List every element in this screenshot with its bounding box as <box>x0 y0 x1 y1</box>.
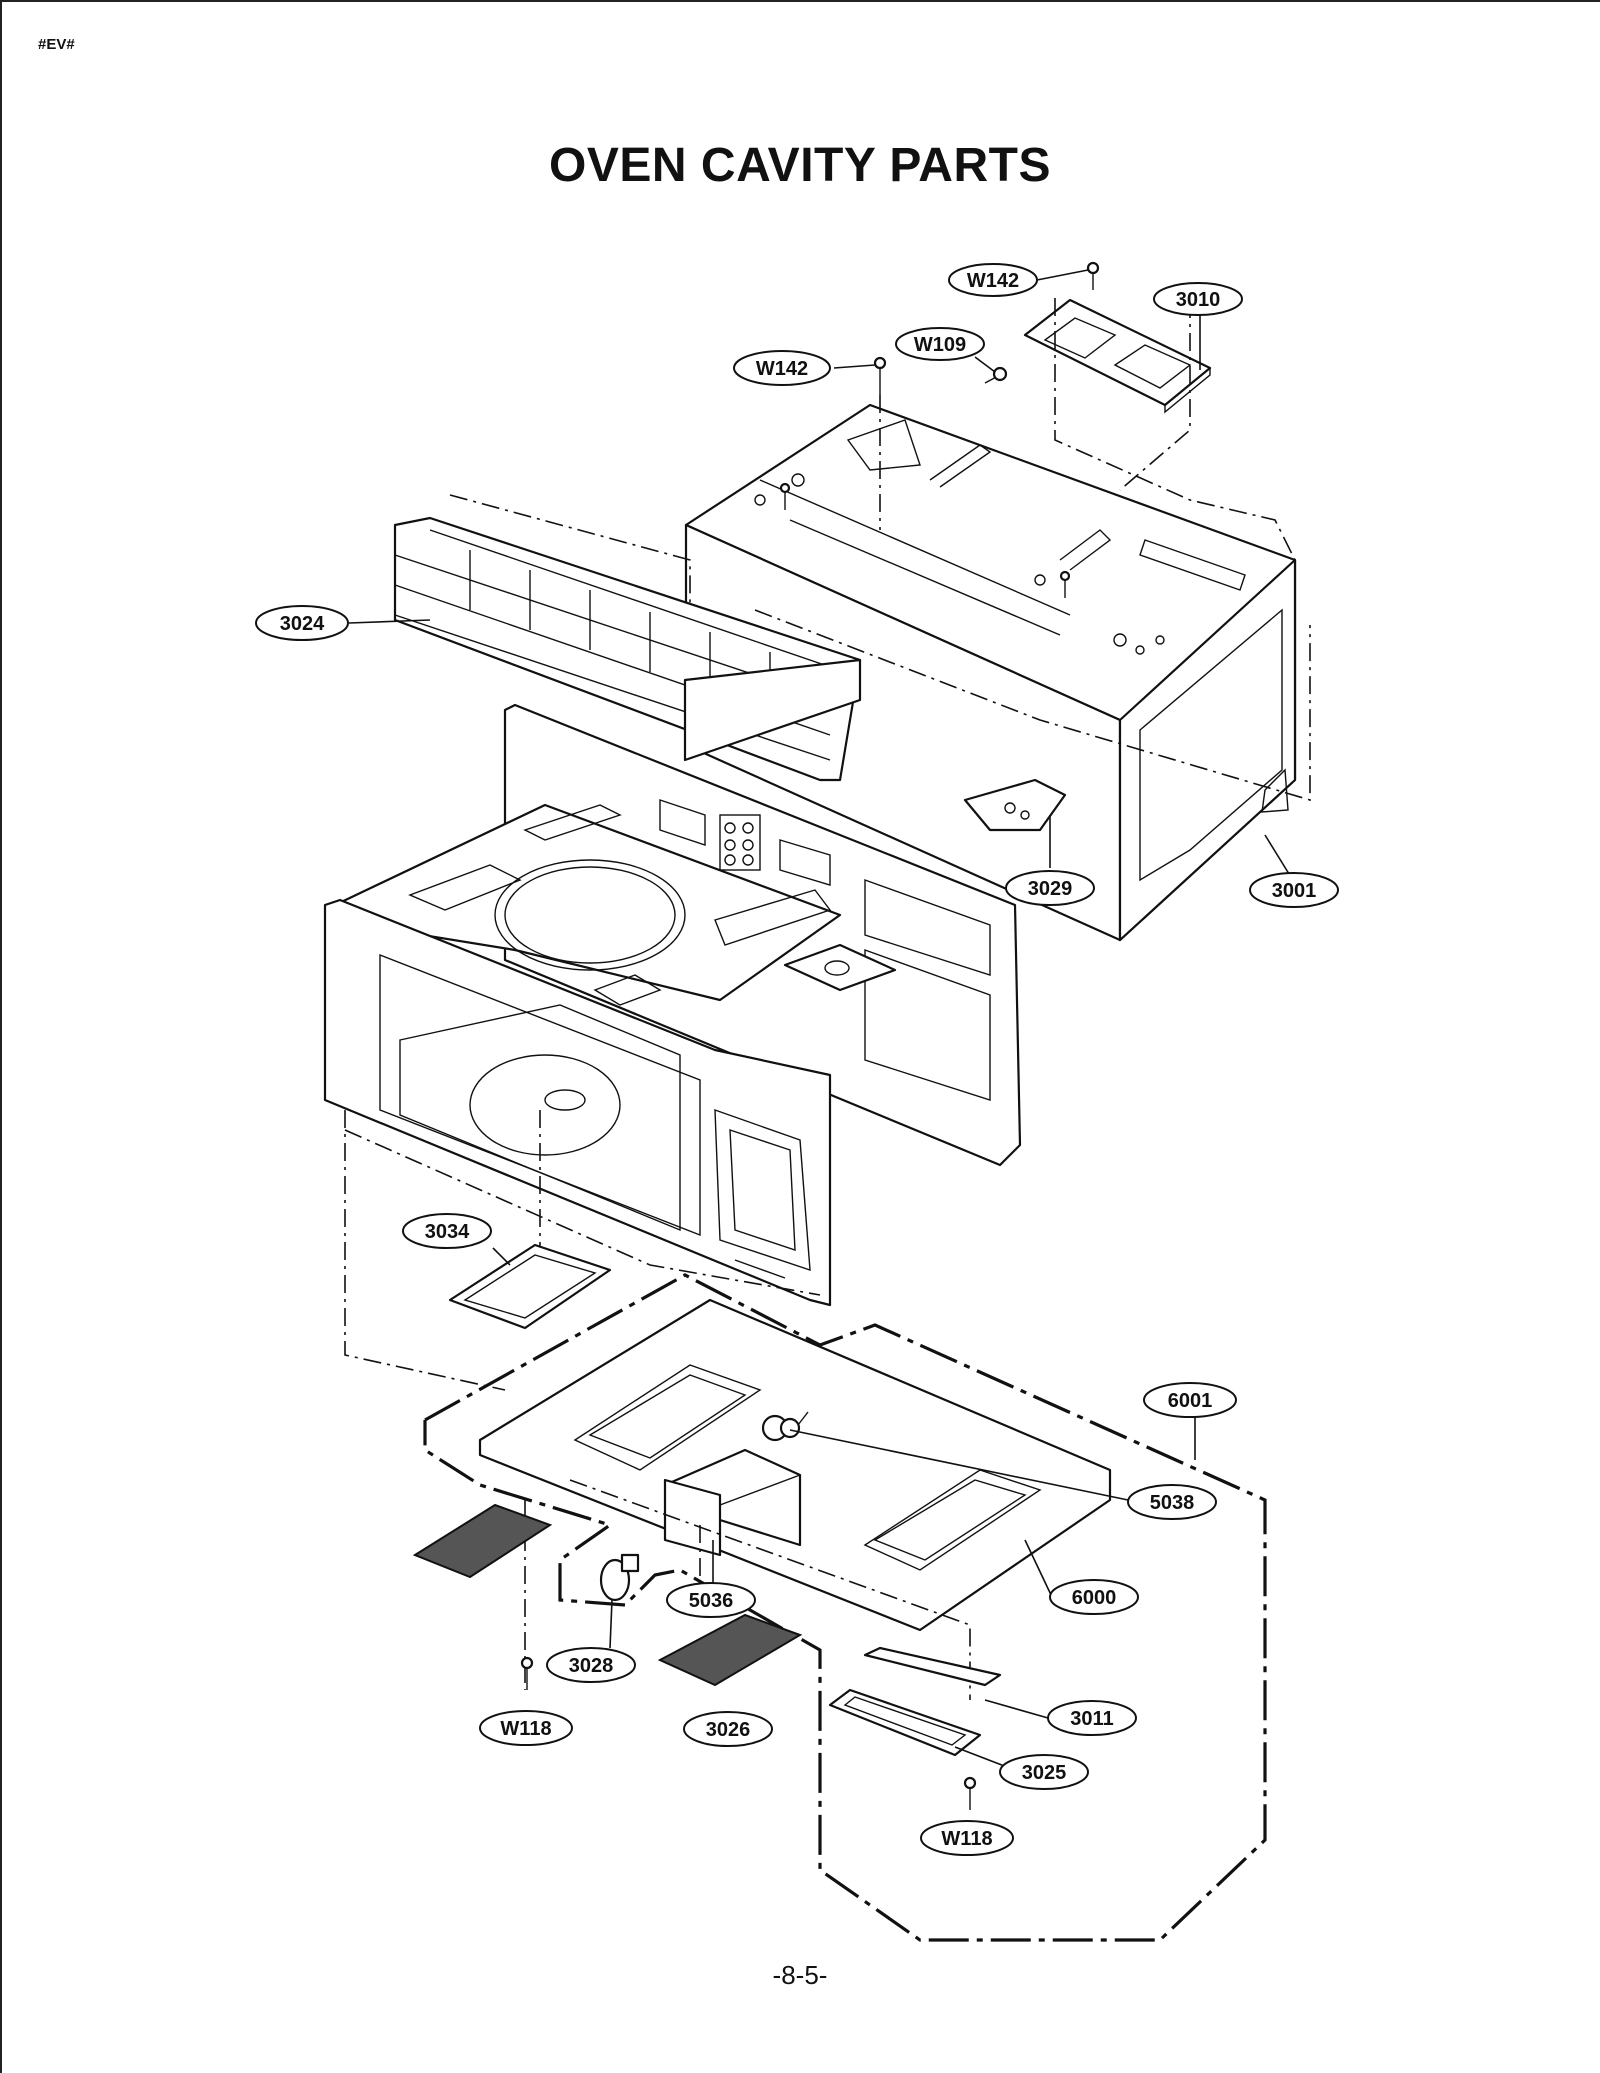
screw-w142-left <box>873 356 887 395</box>
callout-w118-bottom: W118 <box>920 1820 1014 1856</box>
grease-filter-3026 <box>657 1613 803 1687</box>
svg-text:W109: W109 <box>914 334 966 356</box>
callout-w142-top: W142 <box>948 263 1038 297</box>
screw-w109 <box>984 366 1008 384</box>
callout-w142-left: W142 <box>733 350 831 386</box>
svg-text:3001: 3001 <box>1272 880 1317 902</box>
outer-case-3001 <box>684 403 1297 942</box>
grease-filter-left <box>412 1503 553 1579</box>
callout-3025: 3025 <box>999 1754 1089 1790</box>
svg-text:6001: 6001 <box>1168 1390 1213 1412</box>
cover-3034 <box>448 1243 612 1330</box>
svg-text:3029: 3029 <box>1028 878 1073 900</box>
page-title: OVEN CAVITY PARTS <box>549 139 1051 192</box>
page-border-left <box>0 0 2 2073</box>
alignment-line-cavity <box>344 1110 506 1391</box>
svg-text:5038: 5038 <box>1150 1492 1195 1514</box>
callout-3010: 3010 <box>1153 282 1243 316</box>
lens-3011 <box>863 1646 1002 1687</box>
callout-6001: 6001 <box>1143 1382 1237 1418</box>
leader-lines <box>348 269 1295 1773</box>
lamp-3028 <box>599 1553 640 1602</box>
svg-text:5036: 5036 <box>689 1590 734 1612</box>
callout-3001: 3001 <box>1249 872 1339 908</box>
base-plate-6000 <box>478 1298 1112 1632</box>
document-code: #EV# <box>38 36 75 53</box>
svg-text:3025: 3025 <box>1022 1762 1067 1784</box>
svg-text:3010: 3010 <box>1176 289 1221 311</box>
svg-text:W118: W118 <box>941 1828 992 1850</box>
callout-w118-left: W118 <box>479 1710 573 1746</box>
svg-text:3011: 3011 <box>1070 1708 1113 1730</box>
svg-text:3026: 3026 <box>706 1719 751 1741</box>
outline-6001 <box>423 1273 1267 1942</box>
callout-5038: 5038 <box>1127 1484 1217 1520</box>
screw-w118-left <box>520 1656 534 1690</box>
page-number: -8-5- <box>772 1960 828 1990</box>
callout-3011: 3011 <box>1047 1700 1137 1736</box>
screw-w118-bottom <box>963 1776 977 1810</box>
alignment-line-upper <box>1054 298 1296 561</box>
page-border-top <box>0 0 1600 2</box>
alignment-line-upper-2 <box>1119 300 1191 491</box>
screw-w142-top <box>1086 261 1100 290</box>
grille-3024 <box>393 516 862 782</box>
oven-cavity <box>323 703 1022 1307</box>
callout-5036: 5036 <box>666 1582 756 1618</box>
part-5036 <box>663 1478 722 1557</box>
alignment-line-upper-4 <box>754 609 1311 802</box>
svg-text:W142: W142 <box>967 270 1019 292</box>
callout-3029: 3029 <box>1005 870 1095 906</box>
holder-3025 <box>828 1688 982 1757</box>
callout-6000: 6000 <box>1049 1579 1139 1615</box>
bracket-3010 <box>1023 298 1212 414</box>
alignment-line-cavity-2 <box>344 1129 821 1296</box>
callout-3024: 3024 <box>255 605 349 641</box>
svg-text:3024: 3024 <box>280 613 325 635</box>
callout-3034: 3034 <box>402 1213 492 1249</box>
callout-w109: W109 <box>895 327 985 361</box>
svg-text:W142: W142 <box>756 358 808 380</box>
callout-3028: 3028 <box>546 1647 636 1683</box>
svg-text:6000: 6000 <box>1072 1587 1117 1609</box>
bracket-3029 <box>963 778 1067 832</box>
svg-text:W118: W118 <box>500 1718 551 1740</box>
callout-3026: 3026 <box>683 1711 773 1747</box>
svg-text:3028: 3028 <box>569 1655 614 1677</box>
svg-text:3034: 3034 <box>425 1221 470 1243</box>
